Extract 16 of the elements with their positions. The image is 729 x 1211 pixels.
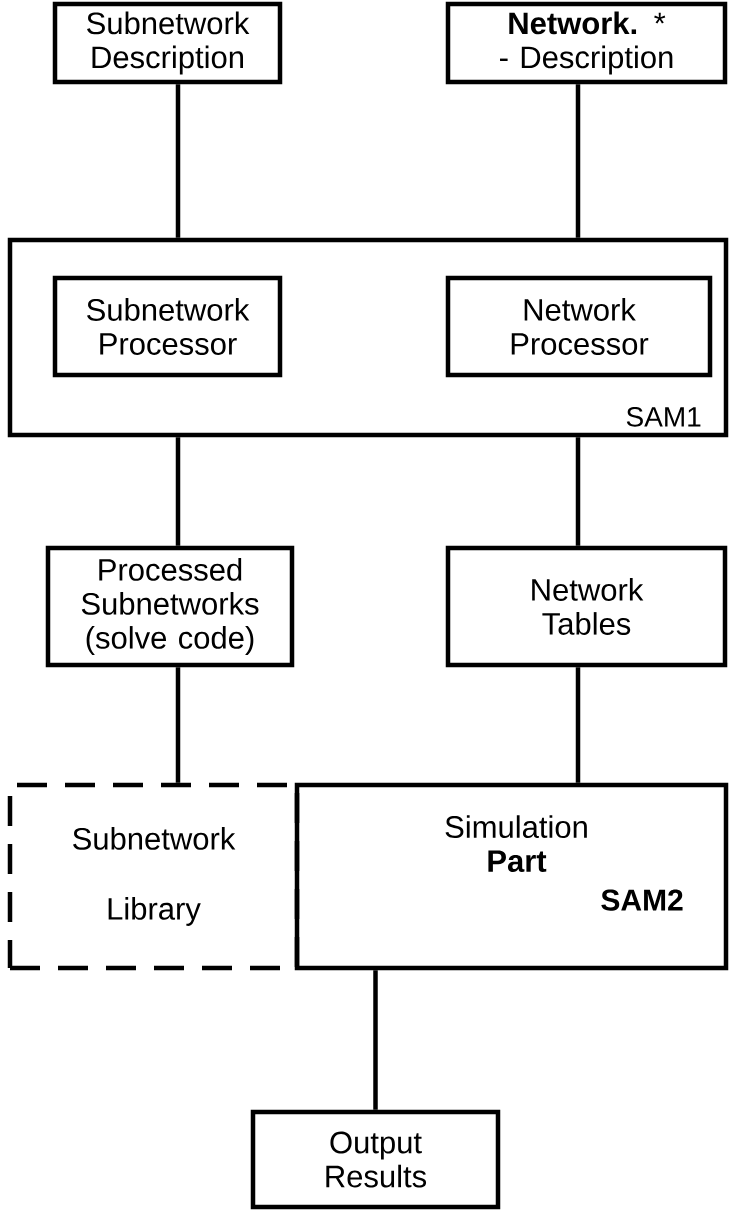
- process-box: Network Processor: [445, 275, 713, 378]
- connector-line: [575, 437, 581, 546]
- process-box: Processed Subnetworks (solve code): [45, 545, 295, 668]
- connector-line: [575, 667, 581, 783]
- connector-line: [175, 437, 181, 546]
- library-box: Subnetwork Library: [7, 782, 300, 971]
- connector-line: [175, 667, 181, 783]
- connector-line: [175, 84, 181, 238]
- process-box: Subnetwork Description: [52, 1, 283, 85]
- process-box: Network Tables: [445, 545, 728, 668]
- connector-line: [575, 84, 581, 238]
- connector-line: [373, 970, 378, 1110]
- process-box: Subnetwork Processor: [52, 275, 283, 378]
- simulation-box: Simulation Part SAM2: [294, 782, 729, 971]
- process-box: Network.* - Description: [445, 1, 728, 85]
- process-box: Output Results: [250, 1109, 501, 1210]
